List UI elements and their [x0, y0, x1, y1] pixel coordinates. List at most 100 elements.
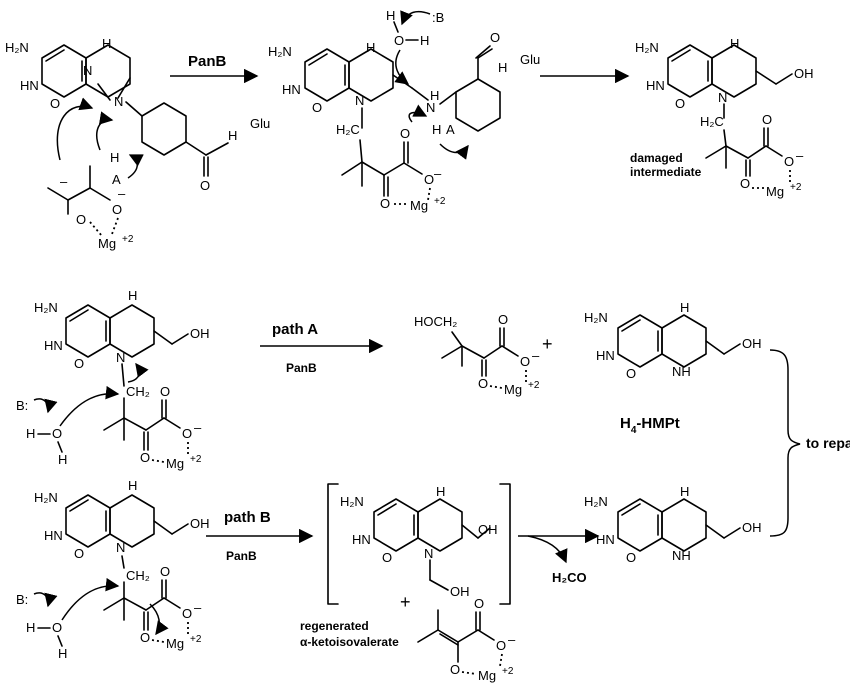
amino-group: H₂N	[340, 494, 364, 509]
damaged-intermediate-path-b: H₂N HN O H N OH CH₂ O O – O Mg +2 B: H O	[16, 478, 210, 661]
path-b-label: path B	[224, 509, 271, 526]
h4-hmpt-product-a: H₂N HN O H NH OH	[584, 300, 762, 381]
carbonyl-o: O	[74, 546, 84, 561]
carbonyl-o: O	[626, 550, 636, 565]
methylene: H₂C	[336, 122, 360, 137]
damaged-label-1: damaged	[630, 151, 683, 165]
damaged-intermediate-path-a: H₂N HN O H N OH CH₂ O O – O Mg +2 B: H O	[16, 288, 210, 471]
carboxyl-o1: O	[498, 312, 508, 327]
h4hmpt-rest: -HMPt	[636, 415, 679, 432]
amine-n: N	[426, 100, 435, 115]
carbonyl-o: O	[626, 366, 636, 381]
ring-n8-h: NH	[672, 364, 691, 379]
ring-n5-h: H	[436, 484, 445, 499]
carboxyl-o2: O	[424, 172, 434, 187]
carboxyl-charge: –	[194, 600, 202, 615]
general-base: B:	[16, 592, 28, 607]
amino-group: H₂N	[34, 490, 58, 505]
ring-n5-h: H	[128, 288, 137, 303]
hydroxyl: OH	[742, 520, 762, 535]
carboxyl-o2: O	[182, 426, 192, 441]
carboxyl-charge: –	[532, 348, 540, 363]
keto-o: O	[740, 176, 750, 191]
water-h2: H	[58, 452, 67, 467]
water-h2: H	[58, 646, 67, 661]
ring-nh: HN	[44, 528, 63, 543]
amide-nh: H	[498, 60, 507, 75]
hydroxyl: OH	[190, 326, 210, 341]
hydroxyl: OH	[190, 516, 210, 531]
mg-charge: +2	[190, 634, 202, 645]
carboxyl-charge: –	[796, 148, 804, 163]
amino-group: H₂N	[584, 310, 608, 325]
h4-hmpt-label: H4-HMPt	[620, 415, 680, 436]
carboxyl-charge: –	[508, 632, 516, 647]
methylene: H₂C	[700, 114, 724, 129]
ring-nh: HN	[646, 78, 665, 93]
carboxyl-o: O	[112, 202, 122, 217]
mg-charge: +2	[190, 454, 202, 465]
ring-n8-h: NH	[672, 548, 691, 563]
carboxyl-charge: –	[194, 420, 202, 435]
mg-charge: +2	[790, 182, 802, 193]
regenerated-label-1: regenerated	[300, 619, 369, 633]
formaldehyde-release-arrow	[527, 535, 568, 564]
carbonyl-o: O	[74, 356, 84, 371]
amino-group: H₂N	[34, 300, 58, 315]
hydroxyl: OH	[794, 66, 814, 81]
carboxyl-charge: –	[434, 166, 442, 181]
magnesium: Mg	[410, 198, 428, 213]
amino-group: H₂N	[635, 40, 659, 55]
h4hmpt-sub: 4	[631, 425, 637, 436]
water-h: H	[26, 620, 35, 635]
magnesium: Mg	[166, 636, 184, 651]
acid-a: A	[112, 172, 121, 187]
mg-charge: +2	[528, 380, 540, 391]
ketoisovalerate-enolate-1: – O O – Mg +2	[47, 165, 134, 251]
plus-path-b: +	[400, 592, 411, 612]
carboxyl-o1: O	[160, 564, 170, 579]
amide-o: O	[200, 178, 210, 193]
hemiaminal-oh: OH	[450, 584, 470, 599]
iminium-intermediate: H₂N HN O H N N H O H Glu H₂C O O – O Mg	[268, 8, 540, 213]
methylene: CH₂	[126, 384, 150, 399]
amine-h: H	[430, 88, 439, 103]
hydroxymethyl: HOCH₂	[414, 314, 457, 329]
carbanion-charge: –	[60, 174, 68, 189]
keto-o: O	[380, 196, 390, 211]
ring-n5-h: H	[680, 300, 689, 315]
ring-n5-h: H	[366, 40, 375, 55]
acid-h: H	[110, 150, 119, 165]
carboxyl-o1: O	[160, 384, 170, 399]
ring-nh: HN	[352, 532, 371, 547]
bracket-left	[327, 483, 339, 605]
regenerated-label-2: α-ketoisovalerate	[300, 635, 399, 649]
magnesium: Mg	[504, 382, 522, 397]
ring-nh: HN	[44, 338, 63, 353]
ring-nh: HN	[596, 348, 615, 363]
ring-n: N	[83, 63, 92, 78]
plus-path-a: +	[542, 334, 553, 354]
keto-o: O	[478, 376, 488, 391]
general-base: B:	[16, 398, 28, 413]
carboxyl-o2: O	[496, 638, 506, 653]
amide-o: O	[490, 30, 500, 45]
ring-n: N	[116, 350, 125, 365]
ring-nh: HN	[596, 532, 615, 547]
ring-nh: HN	[282, 82, 301, 97]
general-base: :B	[432, 10, 444, 25]
carboxyl-o1: O	[762, 112, 772, 127]
ring-n5-h: H	[680, 484, 689, 499]
acid-a: A	[446, 122, 455, 137]
h4-hmpt-product-b: H₂N HN O H NH OH	[584, 484, 762, 565]
amide-n: H	[228, 128, 237, 143]
water-o: O	[52, 620, 62, 635]
amino-group: H₂N	[584, 494, 608, 509]
mg-charge: +2	[434, 196, 446, 207]
ring-n: N	[355, 93, 364, 108]
ring-n5-h: H	[102, 36, 111, 51]
ring-n: N	[116, 540, 125, 555]
ring-nh: HN	[20, 78, 39, 93]
regenerated-ketoisovalerate: O O – O Mg +2 regenerated α-ketoisovaler…	[300, 596, 516, 683]
